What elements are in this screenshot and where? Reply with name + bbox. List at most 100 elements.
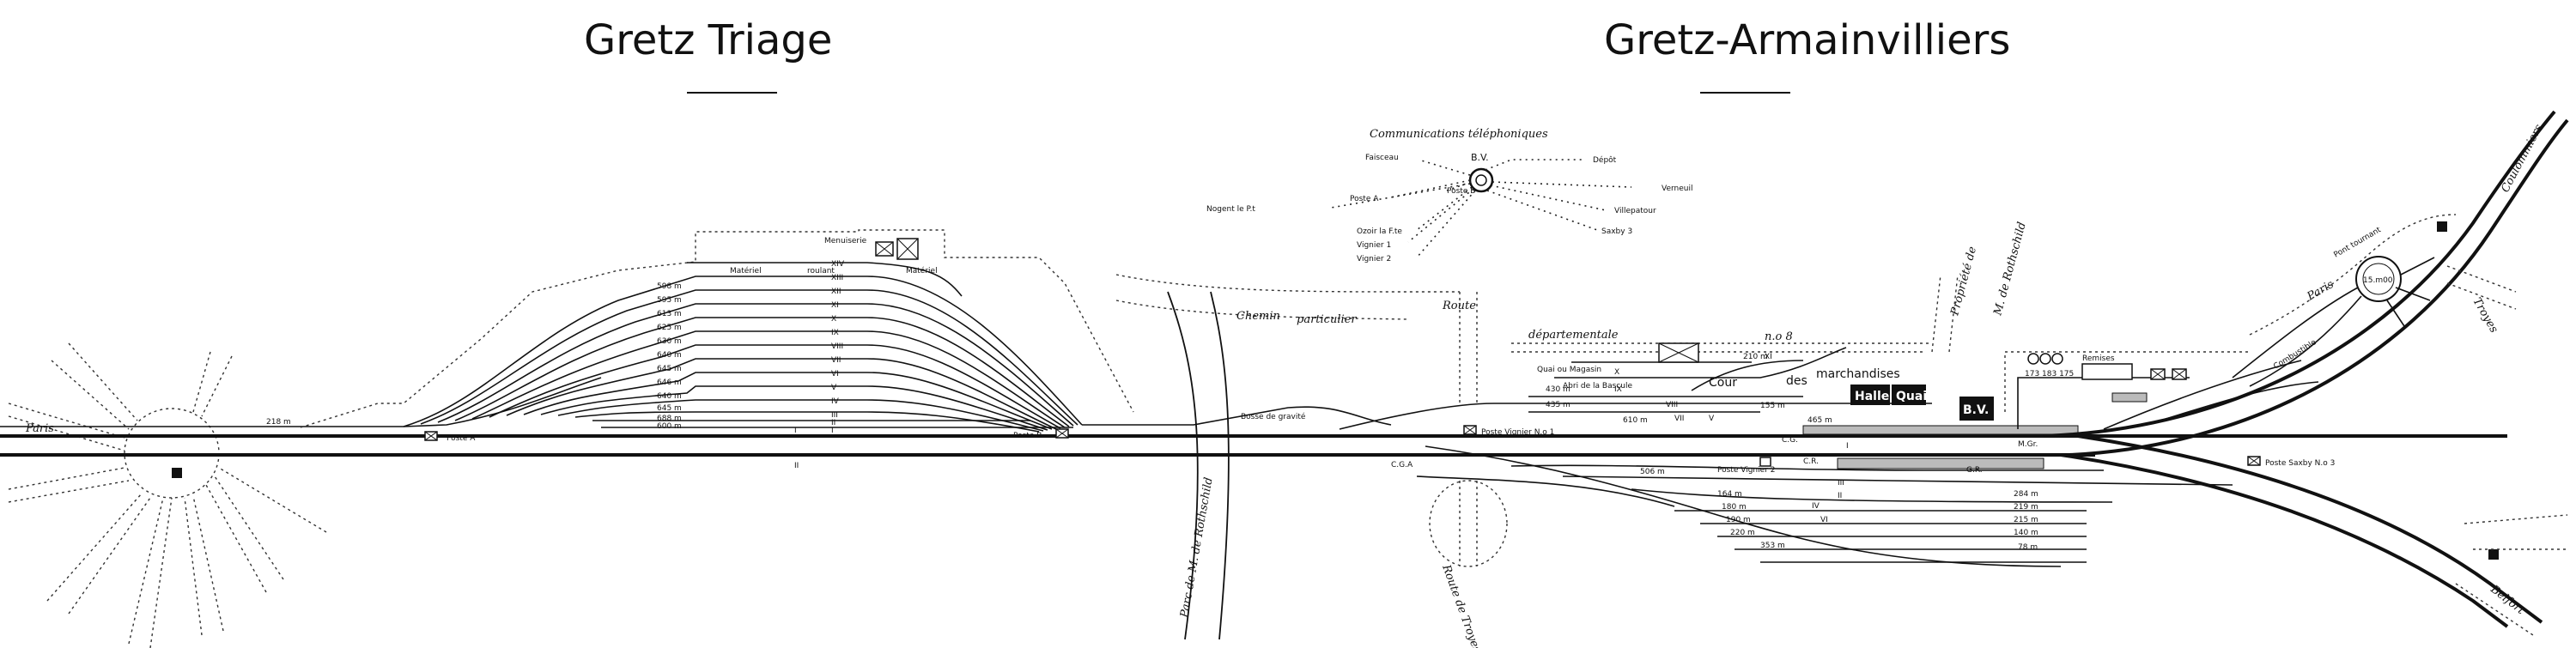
tel-nogent: Nogent le P.t <box>1206 205 1255 214</box>
triage-len-12: 600 m <box>657 422 682 431</box>
building-right-bottom-icon <box>2488 549 2499 560</box>
label-menuiserie: Menuiserie <box>824 237 867 245</box>
triage-roman-III: III <box>831 411 838 420</box>
triage-len-11: 688 m <box>657 415 682 423</box>
station-len-6: 465 m <box>1807 416 1832 425</box>
label-paris-right: Paris <box>2305 278 2336 304</box>
locomotive-icon-3 <box>2051 353 2063 365</box>
telephone-diagram: Communications téléphoniques B.V. Faisce… <box>1206 128 1692 263</box>
title-gretz-triage: Gretz Triage <box>584 16 832 64</box>
label-materiel: Matériel <box>730 266 762 276</box>
label-no8: n.o 8 <box>1765 330 1793 343</box>
triage-roman-IX: IX <box>831 329 839 337</box>
triage-roman-V: V <box>831 384 837 392</box>
label-propriete-2: M. de Rothschild <box>1991 221 2029 318</box>
tel-vignier-2: Vignier 2 <box>1357 255 1391 263</box>
label-track-I: I <box>794 427 797 435</box>
triage-roman-VI: VI <box>831 370 839 379</box>
label-halle: Halle <box>1855 390 1889 403</box>
label-particulier: particulier <box>1297 313 1357 326</box>
label-poste-vignier-2: Poste Vignier 2 <box>1717 466 1775 475</box>
label-turntable-size: 15.m00 <box>2363 276 2393 285</box>
station-roman-III: III <box>1838 479 1844 488</box>
station-area: Halle Quai B.V. Poste Vignier N.o 1 Post… <box>1178 221 2233 648</box>
tel-poste-a: Poste A <box>1350 195 1379 203</box>
label-cour: Cour <box>1709 376 1737 390</box>
station-roman-V: V <box>1709 415 1715 423</box>
triage-entry-length: 218 m <box>266 418 291 427</box>
tel-vignier-1: Vignier 1 <box>1357 241 1391 250</box>
station-len-12: 353 m <box>1760 542 1785 550</box>
building-left-icon <box>172 468 182 478</box>
station-len-10: 190 m <box>1726 516 1751 524</box>
triage-len-4: 625 m <box>657 324 682 332</box>
bv-building <box>1959 397 1994 421</box>
label-pont-tournant: Pont tournant <box>2333 226 2384 260</box>
station-len-7: 506 m <box>1640 468 1665 476</box>
label-poste-b: Poste B <box>1013 432 1042 440</box>
depot-area: Remises 173 183 175 15.m00 Pont tournant… <box>2004 110 2569 636</box>
title-gretz-armainvilliers: Gretz-Armainvilliers <box>1604 16 2010 64</box>
label-troyes: Troyes <box>2470 296 2500 336</box>
triage-len-10: 645 m <box>657 404 682 413</box>
triage-len-7: 645 m <box>657 365 682 373</box>
platform-2 <box>1837 457 2044 469</box>
label-track-II: II <box>794 462 799 470</box>
station-len-2: 430 m <box>1546 385 1571 394</box>
loco-shed <box>2111 392 2148 403</box>
label-bosse: Bosse de gravité <box>1241 412 1306 421</box>
triage-roman-VIII: VIII <box>831 342 843 351</box>
station-len-16: 140 m <box>2014 529 2038 537</box>
quai-building <box>1892 385 1926 405</box>
label-route: Route <box>1442 300 1476 312</box>
triage-roman-XIV: XIV <box>831 260 845 269</box>
locomotive-icon-2 <box>2039 353 2051 365</box>
label-m-gr: M.Gr. <box>2018 440 2038 449</box>
label-paris-left: Paris <box>25 422 54 435</box>
station-roman-X: X <box>1614 368 1619 377</box>
triage-roman-X: X <box>831 315 836 324</box>
label-poste-vignier-1: Poste Vignier N.o 1 <box>1481 428 1554 437</box>
label-abri: Abri de la Bascule <box>1563 382 1632 391</box>
tel-ozoir: Ozoir la F.te <box>1357 227 1402 236</box>
label-des: des <box>1786 374 1807 388</box>
station-roman-VI: VI <box>1820 516 1828 524</box>
label-route-troyes: Route de Troyes <box>1439 562 1483 648</box>
station-roman-XI: XI <box>1765 353 1772 361</box>
building-right-top-icon <box>2437 221 2447 232</box>
triage-yard: Matériel roulant Menuiserie Matériel XIV… <box>266 229 1392 443</box>
turntable-icon <box>2355 256 2402 302</box>
station-len-3: 435 m <box>1546 401 1571 409</box>
station-len-9: 180 m <box>1722 503 1747 512</box>
station-len-11: 220 m <box>1730 529 1755 537</box>
tel-poste-b: Poste B <box>1447 187 1475 196</box>
telephone-heading: Communications téléphoniques <box>1370 128 1548 141</box>
platform-1 <box>1802 425 2079 435</box>
label-poste-saxby: Poste Saxby N.o 3 <box>2265 459 2335 468</box>
label-quai: Quai <box>1896 390 1927 403</box>
station-len-4: 155 m <box>1760 402 1785 410</box>
triage-roman-XI: XI <box>831 301 839 310</box>
station-len-5: 610 m <box>1623 416 1648 425</box>
station-len-14: 219 m <box>2014 503 2038 512</box>
triage-len-6: 640 m <box>657 351 682 360</box>
tel-faisceau: Faisceau <box>1365 154 1399 162</box>
label-loco-nums: 173 183 175 <box>2025 370 2074 379</box>
label-cg-a: C.G. <box>1782 436 1798 445</box>
triage-len-5: 630 m <box>657 337 682 346</box>
label-chemin: Chemin <box>1236 310 1280 323</box>
label-departementale: départementale <box>1528 329 1619 342</box>
tel-verneuil: Verneuil <box>1662 185 1692 193</box>
label-remises: Remises <box>2082 354 2115 363</box>
label-propriete-1: Propriété de <box>1948 245 1979 318</box>
triage-len-1: 598 m <box>657 282 682 291</box>
label-marchandises: marchandises <box>1816 367 1900 381</box>
remises-building <box>2081 363 2133 380</box>
triage-len-8: 646 m <box>657 379 682 387</box>
label-cr: C.R. <box>1803 457 1819 466</box>
label-materiel-box: Matériel <box>906 266 938 276</box>
station-roman-IV: IV <box>1812 502 1820 511</box>
station-roman-IX: IX <box>1614 385 1622 394</box>
halle-building <box>1850 385 1890 405</box>
